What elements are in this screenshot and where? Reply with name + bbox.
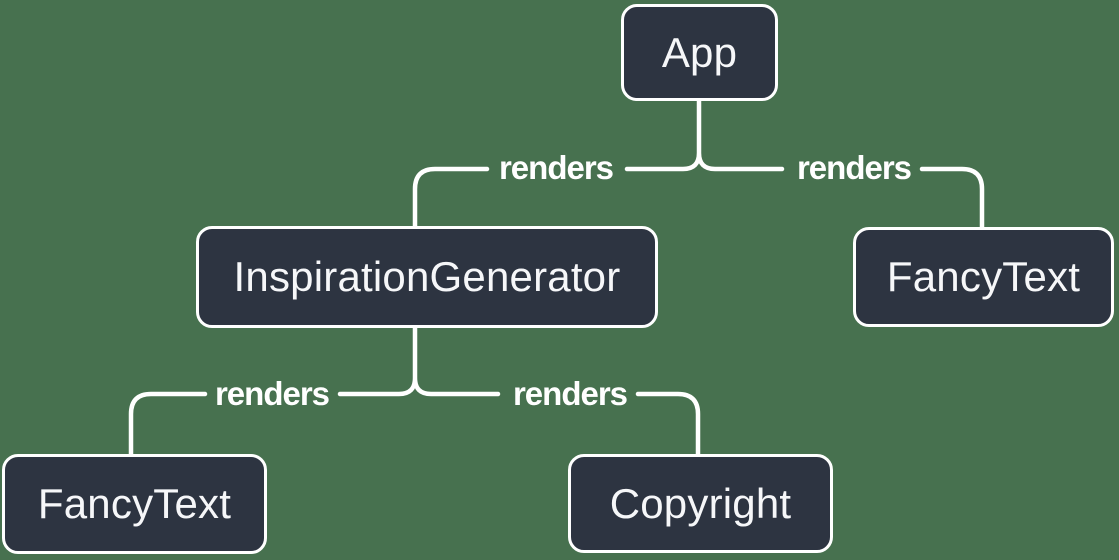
node-fancy-text-right: FancyText (853, 227, 1114, 327)
node-app-label: App (661, 28, 738, 76)
node-app: App (621, 4, 778, 101)
connector-to-copyright (635, 391, 701, 457)
connector-to-inspiration-generator (412, 166, 490, 229)
edge-label-inspiration-generator-renders-copyright: renders (512, 375, 628, 412)
node-inspiration-generator: InspirationGenerator (196, 226, 658, 328)
edge-label-inspiration-generator-renders-fancy-text: renders (214, 375, 330, 412)
connector-app-split (624, 98, 785, 172)
node-copyright: Copyright (568, 454, 833, 553)
edge-label-app-renders-fancy-text: renders (796, 149, 912, 186)
edge-label-app-renders-inspiration-generator: renders (498, 149, 614, 186)
node-fancy-text-right-label: FancyText (886, 253, 1081, 300)
node-inspiration-generator-label: InspirationGenerator (233, 253, 621, 300)
connector-inspiration-generator-split (337, 325, 501, 397)
node-fancy-text-left: FancyText (2, 454, 267, 554)
connector-to-fancy-text-right (919, 166, 985, 230)
node-fancy-text-left-label: FancyText (37, 480, 232, 527)
connector-to-fancy-text-left (128, 391, 208, 457)
node-copyright-label: Copyright (609, 479, 792, 527)
